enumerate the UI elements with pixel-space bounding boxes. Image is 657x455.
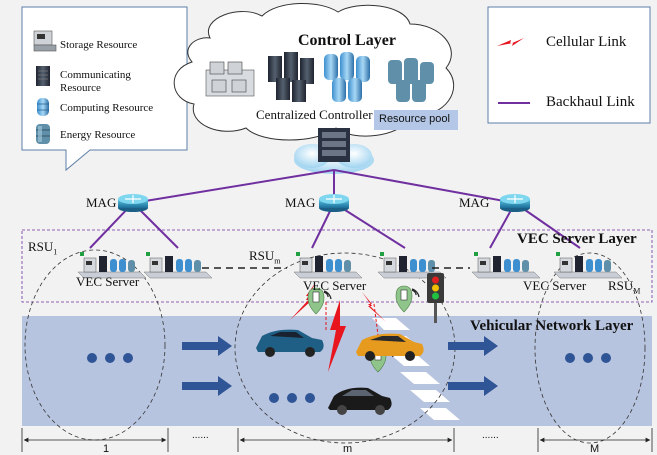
traffic-light [427,273,444,323]
rsu-server-unit [293,252,363,279]
resource-pool-box [374,110,458,130]
energy-icon [36,124,50,144]
segment-ellipsis-left: ...... [192,430,209,441]
rsu-units [77,252,623,279]
mag-router-2 [319,194,349,212]
rsu-server-unit [143,252,213,279]
rsu-M-label: RSUM [608,278,641,296]
rsu-1-label: RSU1 [28,239,58,257]
segment-label-first: 1 [103,443,110,455]
rsu-server-unit [471,252,541,279]
onboard-unit-icon [307,287,332,315]
vec-server-layer-box [21,229,653,303]
rsu-server-unit [77,252,147,279]
segment-label-last: M [590,443,600,455]
cellular-link-icon [497,38,524,46]
resources-legend [21,6,188,172]
computing-icon [37,98,49,116]
energy-icon [388,58,434,102]
segment-dimensions [21,428,653,452]
vehicular-network-layer-title: Vehicular Network Layer [470,318,634,334]
segment-ellipsis-right: ...... [482,430,499,441]
rsu-server-unit [553,252,623,279]
mag-label-3: MAG [459,195,490,210]
mag-router-3 [500,194,530,212]
legend-cellular-label: Cellular Link [546,34,627,50]
communicating-icon [268,52,314,102]
car-orange [356,333,424,361]
onboard-unit-icon [395,285,420,313]
legend-communicating-label: Communicating Resource [60,69,131,94]
legend-computing-label: Computing Resource [60,102,154,114]
segment-label-middle: m [343,443,353,455]
resource-pool-label: Resource pool [379,113,450,125]
controller-server [294,128,374,174]
vec-server-layer-title: VEC Server Layer [517,231,637,247]
control-layer-title: Control Layer [298,32,396,49]
traffic-direction-arrows [182,336,498,396]
communicating-icon [36,66,50,86]
controller-label: Centralized Controller [256,107,373,122]
computing-icon [324,52,370,102]
car-blue [256,329,324,357]
storage-icon [205,61,255,97]
vec-server-label-3: VEC Server [523,278,587,293]
legend-storage-label: Storage Resource [60,39,138,51]
legend-energy-label: Energy Resource [60,129,136,141]
legend-backhaul-label: Backhaul Link [546,94,635,110]
storage-icon [33,30,57,52]
vehicle-ellipsis-dots [87,353,611,403]
vec-server-label-2: VEC Server [303,278,367,293]
mag-label-1: MAG [86,195,117,210]
links-legend [487,6,651,124]
mag-label-2: MAG [285,195,316,210]
rsu-m-label: RSUm [249,248,281,266]
vec-server-label-1: VEC Server [76,274,140,289]
control-layer-cloud [173,3,458,141]
car-black [328,387,392,415]
mag-router-1 [118,194,148,212]
